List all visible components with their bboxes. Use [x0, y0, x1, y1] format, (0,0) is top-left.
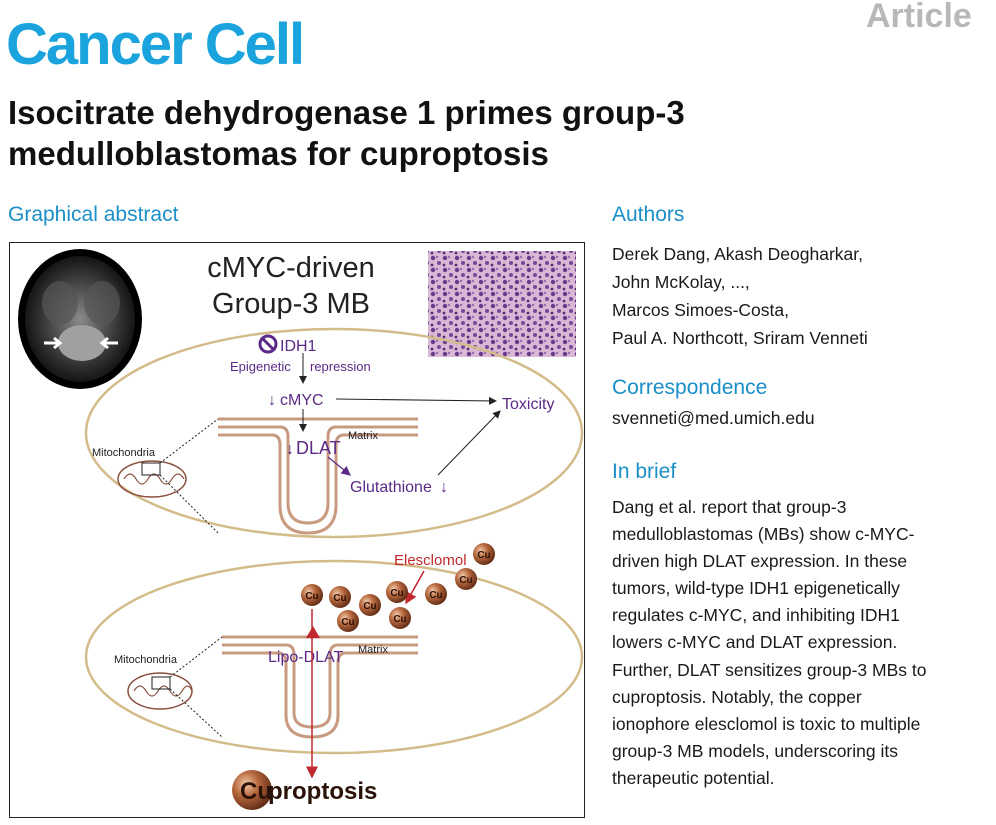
toxicity-label: Toxicity: [502, 396, 554, 413]
elesclomol-label: Elesclomol: [394, 552, 467, 569]
mitochondria-icon-bottom: [127, 636, 223, 738]
cell-outline-top: [84, 327, 584, 539]
histology-image: [428, 251, 576, 357]
graphical-abstract-svg: cMYC-driven Group-3 MB IDH1 Epigenetic r…: [18, 249, 584, 810]
svg-text:Cu: Cu: [459, 575, 472, 586]
cuproptosis-text: proptosis: [268, 778, 377, 805]
article-title: Isocitrate dehydrogenase 1 primes group-…: [8, 92, 908, 174]
inner-membrane-top: [218, 417, 418, 535]
idh1-label: IDH1: [280, 338, 317, 355]
in-brief-line: ionophore elesclomol is toxic to multipl…: [612, 713, 921, 734]
glutathione-to-toxicity-arrow: [437, 410, 501, 476]
svg-text:Cu: Cu: [305, 591, 318, 602]
svg-text:Cu: Cu: [393, 614, 406, 625]
matrix-label-bottom: Matrix: [358, 644, 388, 656]
cell-outline-bottom: [84, 559, 584, 755]
mri-scan-image: [18, 249, 142, 389]
graphical-abstract-heading: Graphical abstract: [8, 203, 179, 226]
in-brief-line: therapeutic potential.: [612, 767, 775, 788]
in-brief-line: Dang et al. report that group-3: [612, 497, 847, 517]
mitochondria-icon-top: [117, 418, 219, 534]
correspondence-email[interactable]: svenneti@med.umich.edu: [612, 408, 815, 428]
in-brief-line: group-3 MB models, underscoring its: [612, 740, 898, 761]
in-brief-line: tumors, wild-type IDH1 epigenetically: [612, 578, 900, 599]
in-brief-line: driven high DLAT expression. In these: [612, 551, 908, 572]
cu-ion: Cu: [389, 607, 411, 629]
cmyc-down-arrow: ↓: [268, 392, 276, 409]
graphical-abstract-figure: cMYC-driven Group-3 MB IDH1 Epigenetic r…: [9, 242, 585, 818]
mitochondria-label-top: Mitochondria: [92, 447, 156, 459]
lipo-dlat-label: Lipo-DLAT: [268, 649, 344, 666]
authors-heading: Authors: [612, 203, 685, 226]
svg-text:Cu: Cu: [333, 593, 346, 604]
cuproptosis-cu-ball: [232, 770, 272, 810]
title-line-2: medulloblastomas for cuproptosis: [8, 135, 549, 172]
cu-ion: Cu: [473, 543, 495, 565]
in-brief-line: medulloblastomas (MBs) show c-MYC-: [612, 524, 915, 545]
in-brief-line: regulates c-MYC, and inhibiting IDH1: [612, 605, 900, 626]
svg-text:Cu: Cu: [341, 617, 354, 628]
repression-label: repression: [310, 359, 371, 374]
dlat-label: DLAT: [296, 438, 341, 458]
ga-title-line-1: cMYC-driven: [207, 252, 375, 284]
cu-ion: Cu: [425, 583, 447, 605]
cu-ion: Cu: [386, 581, 408, 603]
authors-line: Marcos Simoes-Costa,: [612, 300, 789, 320]
svg-text:Cu: Cu: [477, 550, 490, 561]
title-line-1: Isocitrate dehydrogenase 1 primes group-…: [8, 94, 685, 131]
cu-ion: Cu: [329, 586, 351, 608]
in-brief-heading: In brief: [612, 460, 677, 483]
in-brief-line: lowers c-MYC and DLAT expression.: [612, 632, 898, 653]
increase-triangle-icon: [306, 626, 320, 638]
mitochondria-label-bottom: Mitochondria: [114, 654, 178, 666]
ga-title-line-2: Group-3 MB: [212, 288, 370, 320]
journal-name: Cancer Cell: [6, 12, 305, 77]
matrix-label-top: Matrix: [348, 430, 378, 442]
svg-text:Cu: Cu: [429, 590, 442, 601]
cmyc-to-toxicity-arrow: [335, 396, 497, 405]
dlat-to-glutathione-arrow: [327, 456, 351, 476]
svg-text:Cu: Cu: [390, 588, 403, 599]
in-brief-line: Further, DLAT sensitizes group-3 MBs to: [612, 659, 927, 680]
cu-ion: Cu: [337, 610, 359, 632]
cmyc-label: cMYC: [280, 392, 324, 409]
glutathione-down-arrow: ↓: [440, 479, 448, 496]
in-brief-line: cuproptosis. Notably, the copper: [612, 686, 862, 707]
authors-line: Paul A. Northcott, Sriram Venneti: [612, 328, 868, 348]
authors-line: John McKolay, ...,: [612, 272, 750, 292]
inhibition-icon: [258, 334, 278, 354]
dlat-down-arrow: ↓: [286, 441, 294, 458]
cu-ion: Cu: [301, 584, 323, 606]
glutathione-label: Glutathione: [350, 479, 432, 496]
svg-text:Cu: Cu: [363, 601, 376, 612]
cu-ion: Cu: [359, 594, 381, 616]
copper-ions: Cu Cu Cu Cu Cu Cu Cu Cu Cu: [301, 543, 495, 632]
in-brief-text: Dang et al. report that group-3 medullob…: [612, 494, 992, 792]
elesclomol-arrow: [405, 570, 425, 605]
cuproptosis-cu-text: Cu: [240, 778, 272, 805]
authors-list: Derek Dang, Akash Deogharkar, John McKol…: [612, 240, 982, 352]
authors-line: Derek Dang, Akash Deogharkar,: [612, 244, 863, 264]
correspondence-heading: Correspondence: [612, 376, 768, 399]
cu-ion: Cu: [455, 568, 477, 590]
epigenetic-label: Epigenetic: [230, 359, 291, 374]
article-type-label: Article: [866, 0, 972, 35]
